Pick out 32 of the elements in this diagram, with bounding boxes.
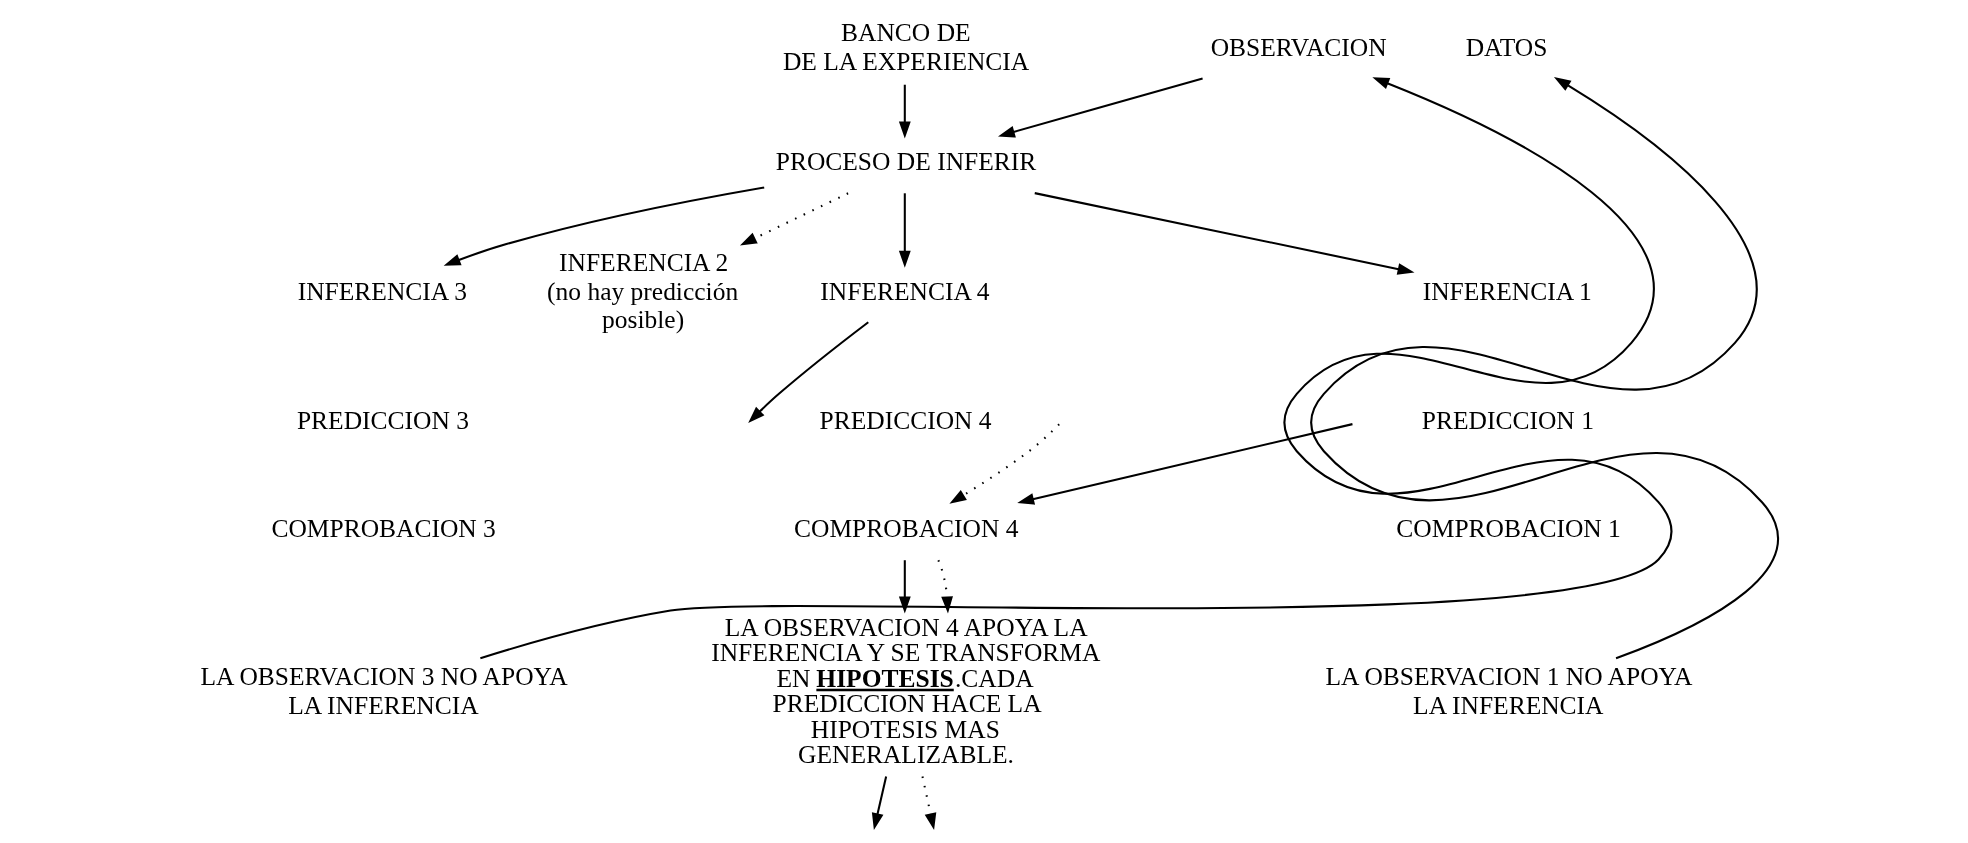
arrow bbox=[898, 193, 911, 268]
node-text: OBSERVACION bbox=[1210, 32, 1387, 62]
arrow bbox=[1034, 192, 1415, 275]
node-text: LA OBSERVACION 3 NO APOYA LA INFERENCIA bbox=[200, 662, 568, 720]
arrow bbox=[998, 77, 1203, 138]
arrow bbox=[937, 559, 953, 614]
arrow bbox=[480, 77, 1672, 660]
node-text: COMPROBACION 4 bbox=[794, 513, 1019, 543]
node-text: PROCESO DE INFERIR bbox=[775, 147, 1037, 177]
node-text: INFERENCIA 4 bbox=[820, 276, 990, 306]
node-text: BANCO DE DE LA EXPERIENCIA bbox=[782, 18, 1030, 77]
arrow bbox=[1311, 77, 1779, 660]
arrow bbox=[921, 776, 937, 831]
node-text: COMPROBACION 3 bbox=[271, 513, 496, 543]
node-text: LA OBSERVACION 4 APOYA LA INFERENCIA Y SE TRANSFORMA EN HIPOTESIS.CADA PREDICCION HACE LA HIPOTESIS MAS GENERALIZABLE. bbox=[711, 612, 1101, 770]
node-text: INFERENCIA 2 (no hay predicción posible) bbox=[547, 247, 739, 335]
node-text: INFERENCIA 3 bbox=[297, 276, 467, 306]
arrow bbox=[739, 192, 849, 246]
node-text: DATOS bbox=[1465, 32, 1548, 62]
arrow bbox=[748, 321, 869, 423]
node-text: COMPROBACION 1 bbox=[1396, 513, 1621, 543]
arrow bbox=[443, 186, 765, 266]
arrow bbox=[898, 560, 911, 614]
arrow bbox=[898, 84, 911, 139]
arrow bbox=[871, 776, 888, 831]
node-text: LA OBSERVACION 1 NO APOYA LA INFERENCIA bbox=[1325, 662, 1693, 720]
arrow bbox=[1017, 423, 1353, 505]
node-text: PREDICCION 4 bbox=[819, 405, 992, 435]
node-text: PREDICCION 1 bbox=[1421, 405, 1594, 435]
node-text: PREDICCION 3 bbox=[296, 405, 469, 435]
node-text: INFERENCIA 1 bbox=[1422, 276, 1592, 306]
arrow bbox=[949, 423, 1060, 504]
